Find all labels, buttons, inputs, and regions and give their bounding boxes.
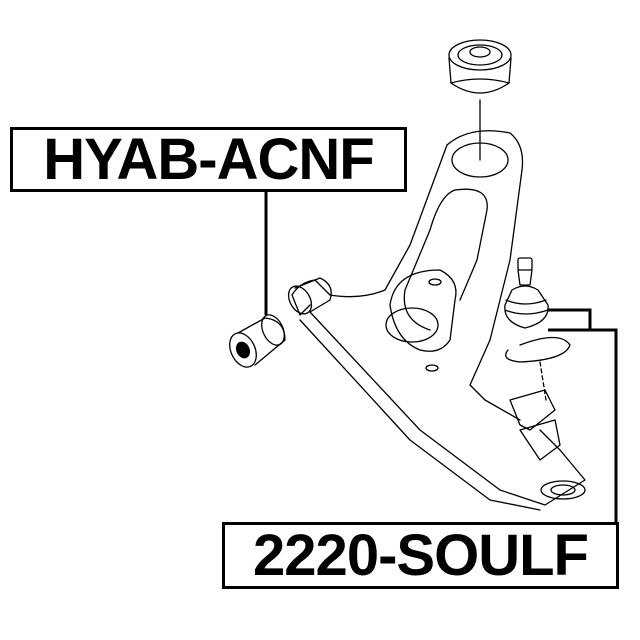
part-number-label-bushing: HYAB-ACNF: [10, 127, 407, 192]
ball-joint-icon: [504, 257, 549, 329]
control-arm-icon: [287, 130, 586, 511]
part-number-label-ball-joint: 2220-SOULF: [222, 522, 619, 589]
part-number-text: 2220-SOULF: [253, 522, 589, 588]
front-bushing-icon: [229, 314, 286, 368]
leader-lines: [264, 192, 618, 522]
part-number-text: HYAB-ACNF: [43, 126, 374, 192]
rear-bushing-icon: [448, 39, 512, 161]
circlip-icon: [505, 336, 571, 401]
